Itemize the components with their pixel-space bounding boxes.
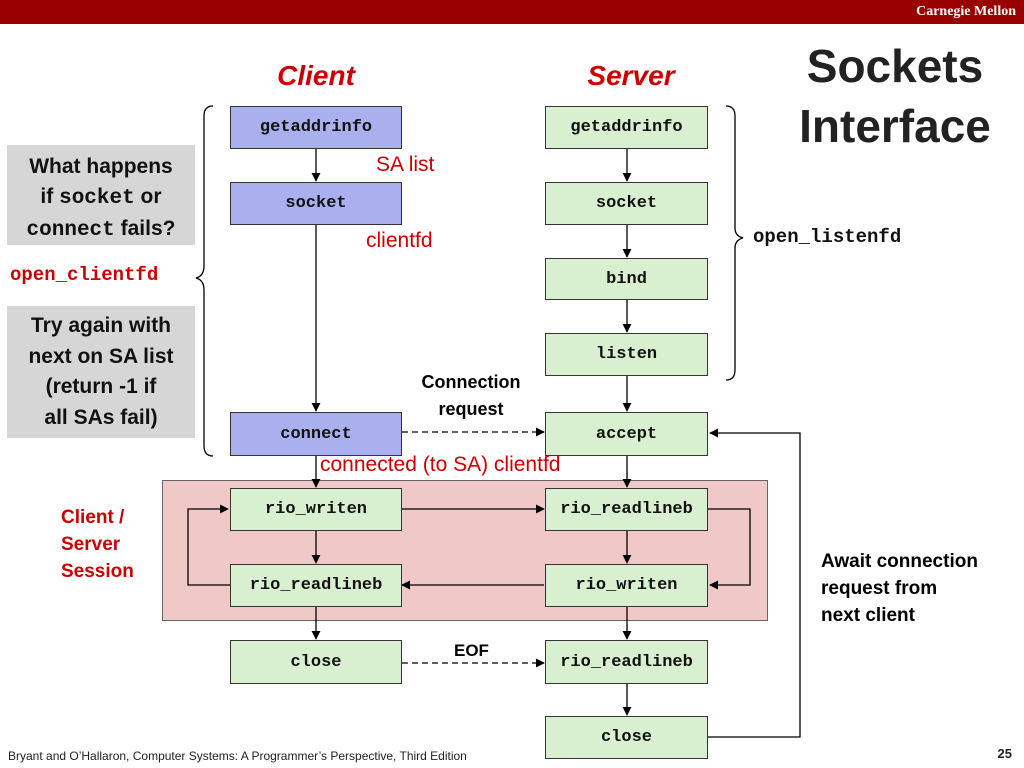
connected-clientfd-label: connected (to SA) clientfd bbox=[320, 453, 561, 476]
open-clientfd-brace bbox=[195, 105, 214, 457]
client-rio-readlineb-box: rio_readlineb bbox=[230, 564, 402, 607]
client-getaddrinfo-box: getaddrinfo bbox=[230, 106, 402, 149]
server-column-heading: Server bbox=[587, 60, 675, 91]
await-label-line2: request from bbox=[821, 578, 938, 599]
client-close-box: close bbox=[230, 640, 402, 684]
server-rio-writen-box: rio_writen bbox=[545, 564, 708, 607]
socket-code: socket bbox=[59, 187, 135, 210]
retry-line4: all SAs fail) bbox=[44, 405, 158, 429]
question-line1: What happens bbox=[29, 155, 173, 178]
connection-request-label-line1: Connection bbox=[421, 372, 521, 392]
client-column-heading: Client bbox=[277, 60, 355, 91]
connection-request-label-line2: request bbox=[438, 399, 504, 419]
arrow-return-to-accept bbox=[708, 428, 801, 738]
question-line2: if socket or bbox=[40, 185, 162, 210]
server-listen-box: listen bbox=[545, 333, 708, 376]
client-connect-box: connect bbox=[230, 412, 402, 456]
socket-failure-question-box: What happens if socket or connect fails? bbox=[7, 145, 195, 245]
slide-title-line2: Interface bbox=[799, 100, 991, 152]
retry-line2: next on SA list bbox=[28, 344, 174, 368]
open-listenfd-brace bbox=[725, 105, 744, 381]
sa-list-label: SA list bbox=[376, 153, 435, 176]
connect-code: connect bbox=[26, 219, 115, 242]
slide-title-line1: Sockets bbox=[806, 40, 984, 92]
brand-label: Carnegie Mellon bbox=[916, 4, 1016, 19]
question-line3: connect fails? bbox=[26, 217, 176, 242]
session-label-line3: Session bbox=[61, 561, 134, 582]
server-rio-readlineb-box: rio_readlineb bbox=[545, 488, 708, 531]
client-rio-writen-box: rio_writen bbox=[230, 488, 402, 531]
server-getaddrinfo-box: getaddrinfo bbox=[545, 106, 708, 149]
retry-note-box: Try again with next on SA list (return -… bbox=[7, 306, 195, 438]
open-clientfd-label: open_clientfd bbox=[10, 264, 159, 286]
eof-label: EOF bbox=[454, 641, 489, 660]
clientfd-label: clientfd bbox=[366, 229, 433, 252]
open-listenfd-label: open_listenfd bbox=[753, 226, 902, 248]
page-number: 25 bbox=[997, 746, 1012, 761]
session-label-line2: Server bbox=[61, 534, 121, 555]
server-rio-readlineb-2-box: rio_readlineb bbox=[545, 640, 708, 684]
server-close-box: close bbox=[545, 716, 708, 759]
session-label-line1: Client / bbox=[61, 507, 125, 528]
await-label-line1: Await connection bbox=[821, 551, 978, 572]
server-accept-box: accept bbox=[545, 412, 708, 456]
await-label-line3: next client bbox=[821, 605, 915, 626]
arrow-server-loop bbox=[708, 508, 751, 590]
server-socket-box: socket bbox=[545, 182, 708, 225]
server-bind-box: bind bbox=[545, 258, 708, 300]
retry-line1: Try again with bbox=[30, 314, 172, 337]
top-bar: Carnegie Mellon bbox=[0, 0, 1024, 24]
client-socket-box: socket bbox=[230, 182, 402, 225]
retry-line3: (return -1 if bbox=[45, 375, 157, 398]
arrow-client-loop bbox=[187, 504, 230, 586]
footer-citation: Bryant and O’Hallaron, Computer Systems:… bbox=[8, 749, 467, 763]
